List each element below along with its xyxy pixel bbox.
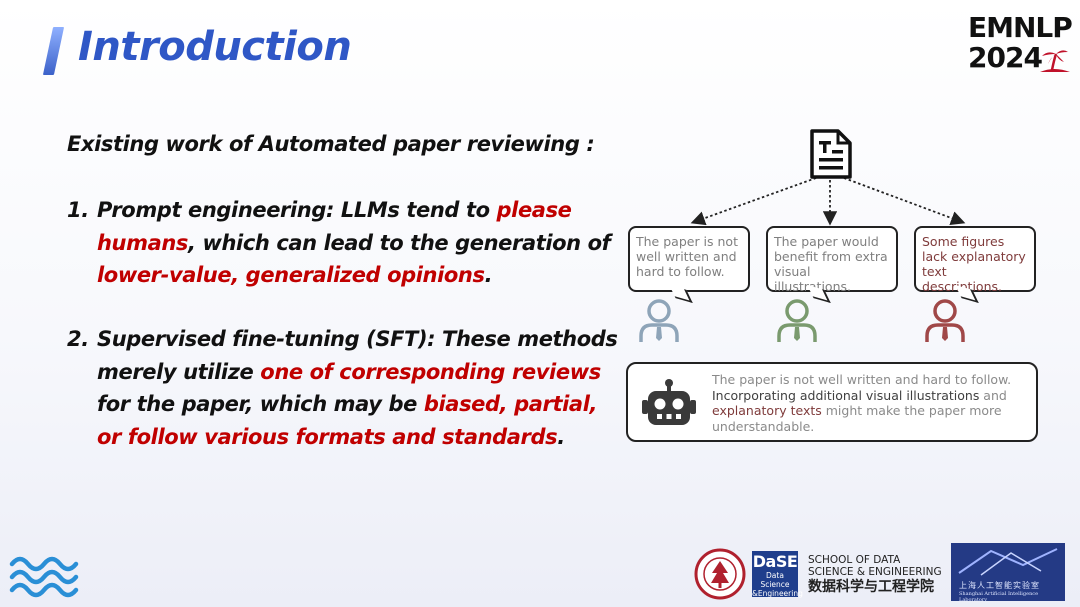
- wave-logo: [9, 556, 79, 598]
- list-number: 2.: [67, 327, 89, 351]
- shanghai-ai-lab-logo: 上海人工智能实验室 Shanghai Artificial Intelligen…: [951, 543, 1065, 603]
- school-name-line1: SCHOOL OF DATA: [808, 554, 901, 566]
- reviewer-1-icon: [639, 299, 679, 342]
- school-name-chinese: 数据科学与工程学院: [808, 579, 934, 595]
- list-item-prompt-engineering: 1. Prompt engineering: LLMs tend to plea…: [67, 194, 627, 292]
- review-diagram: The paper is not well written and hard t…: [610, 120, 1050, 450]
- dase-logo-sub2: &Engineering: [752, 589, 803, 598]
- text-run: The paper is not well written and hard t…: [712, 372, 1012, 387]
- page-title: Introduction: [78, 24, 352, 70]
- text-run: and: [979, 387, 1007, 403]
- lab-emblem-icon: [958, 548, 1058, 576]
- lab-name-chinese: 上海人工智能实验室: [959, 581, 1040, 590]
- review-bubble-1: The paper is not well written and hard t…: [628, 226, 750, 292]
- list-item-body: Supervised fine-tuning (SFT): These meth…: [67, 323, 627, 453]
- school-name: SCHOOL OF DATA SCIENCE & ENGINEERING 数据科…: [808, 554, 942, 596]
- school-name-line2: SCIENCE & ENGINEERING: [808, 566, 942, 578]
- dase-logo-sub1: Data Science: [760, 571, 790, 589]
- highlight-text: please humans: [97, 198, 572, 255]
- dotted-arrows: [690, 177, 966, 226]
- text-run: Incorporating additional visual illustra…: [712, 387, 980, 403]
- text-run: Supervised fine-tuning (SFT): These meth…: [97, 327, 618, 384]
- conference-name: EMNLP: [968, 11, 1073, 44]
- text-run: Prompt engineering: LLMs tend to: [97, 198, 497, 222]
- university-seal-icon: [694, 548, 746, 600]
- review-bubble-2: The paper would benefit from extra visua…: [766, 226, 898, 294]
- palm-tree-icon: [1040, 50, 1070, 72]
- text-run: .: [484, 263, 493, 287]
- text-run: .: [557, 424, 565, 449]
- title-accent-bar: [42, 27, 65, 75]
- text-run: for the paper, which may be: [97, 392, 424, 416]
- text-run: might make the paper more understandable…: [712, 403, 1002, 434]
- highlight-text: explanatory texts: [712, 403, 822, 418]
- highlight-text: lower-value, generalized opinions: [97, 263, 485, 287]
- robot-icon: [642, 379, 696, 425]
- summary-text: The paper is not well written and hard t…: [712, 372, 1030, 434]
- reviewer-3-icon: [925, 299, 965, 342]
- dase-logo: DaSE Data Science &Engineering: [752, 551, 803, 598]
- reviewer-2-icon: [777, 299, 817, 342]
- summary-box: The paper is not well written and hard t…: [626, 362, 1038, 442]
- review-bubble-3: Some figures lack explanatory text descr…: [914, 226, 1036, 294]
- conference-year: 2024: [968, 41, 1043, 74]
- conference-logo: EMNLP 2024: [966, 12, 1076, 76]
- list-item-body: Prompt engineering: LLMs tend to please …: [67, 194, 627, 292]
- list-number: 1.: [67, 198, 89, 222]
- list-item-sft: 2. Supervised fine-tuning (SFT): These m…: [67, 323, 627, 453]
- highlight-text: biased, partial, or follow various forma…: [97, 392, 598, 449]
- lead-text: Existing work of Automated paper reviewi…: [67, 132, 595, 156]
- dase-logo-title: DaSE: [752, 552, 798, 571]
- text-run: , which can lead to the generation of: [188, 230, 611, 255]
- lab-name-english: Shanghai Artificial Intelligence Laborat…: [959, 591, 1039, 603]
- document-icon: [810, 129, 852, 179]
- highlight-text: one of corresponding reviews: [260, 359, 601, 384]
